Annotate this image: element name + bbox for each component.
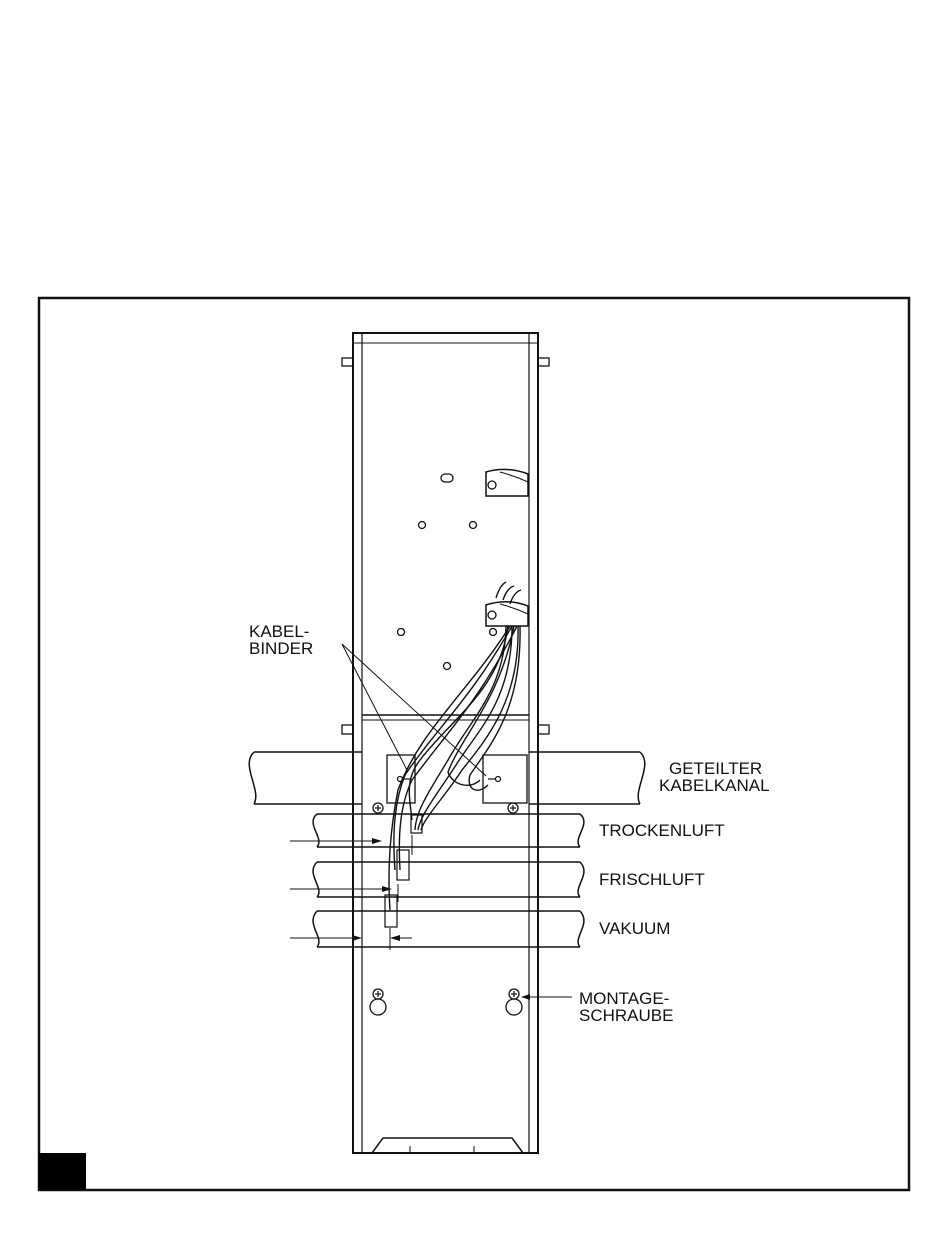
label-cable-tie-line2: BINDER bbox=[249, 639, 313, 658]
label-fresh-air: FRISCHLUFT bbox=[599, 870, 705, 889]
mounting-bracket bbox=[342, 333, 549, 1153]
mounting-screw-leader bbox=[521, 994, 572, 1000]
screw-lower-right bbox=[506, 989, 522, 1015]
cable-clamp-upper bbox=[486, 469, 528, 496]
screw-upper-left bbox=[373, 803, 383, 813]
screw-upper-right bbox=[508, 803, 518, 813]
diagram-frame bbox=[39, 298, 909, 1190]
screw-lower-left bbox=[370, 989, 386, 1015]
label-vacuum: VAKUUM bbox=[599, 919, 670, 938]
label-dry-air: TROCKENLUFT bbox=[599, 821, 725, 840]
label-mounting-screw-line2: SCHRAUBE bbox=[579, 1006, 673, 1025]
page-tab bbox=[39, 1153, 86, 1190]
cable-clamp-lower bbox=[486, 602, 528, 626]
dimension-arrow-fresh-air bbox=[290, 884, 398, 902]
label-split-duct-line2: KABELKANAL bbox=[659, 776, 770, 795]
